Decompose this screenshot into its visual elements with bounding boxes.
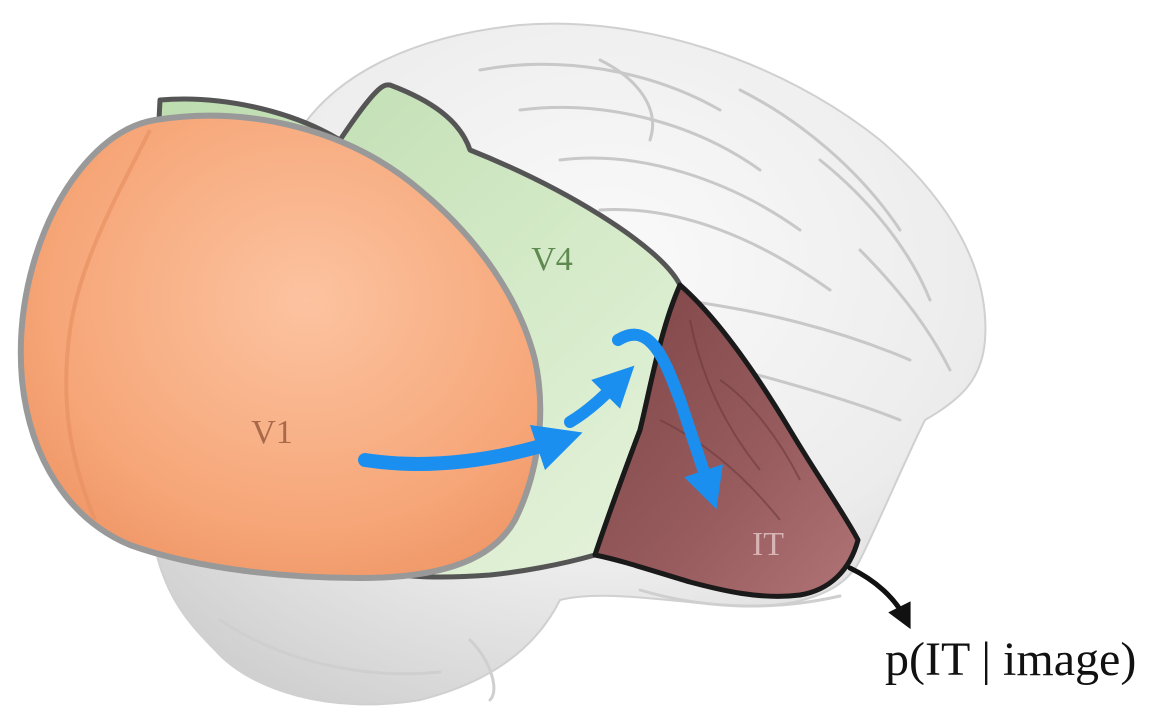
- output-arrow: [850, 568, 905, 618]
- label-v4: V4: [531, 241, 573, 278]
- label-v1: V1: [251, 414, 293, 451]
- label-output: p(IT | image): [885, 633, 1136, 686]
- label-it: IT: [752, 526, 784, 563]
